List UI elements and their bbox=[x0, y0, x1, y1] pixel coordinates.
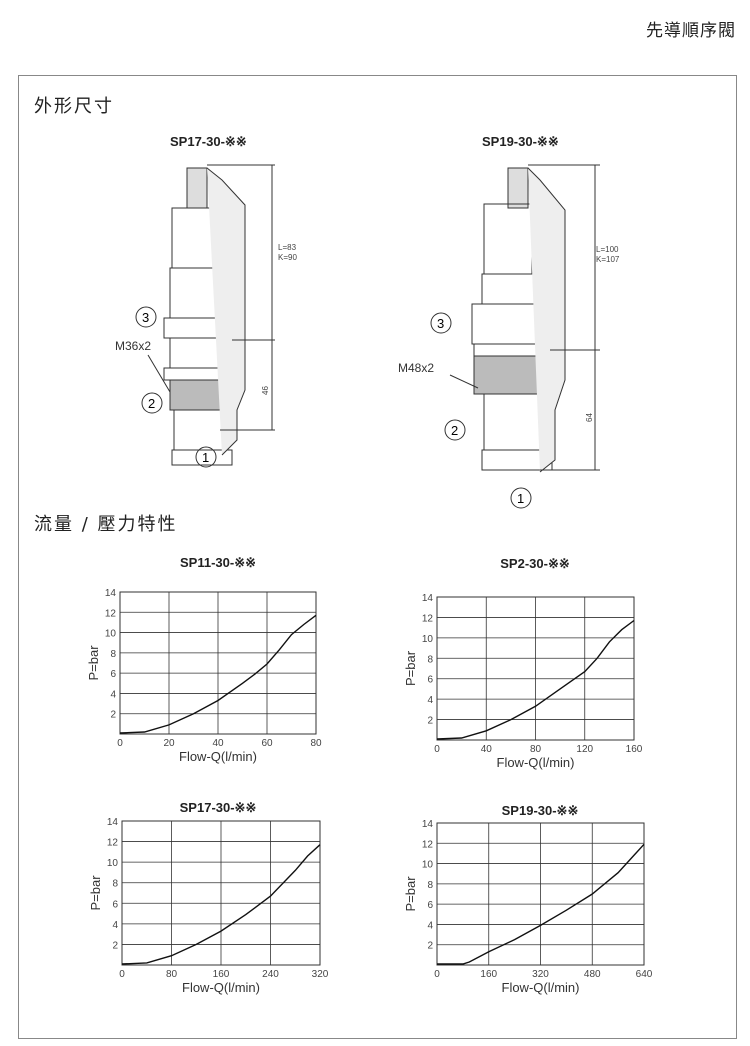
y-tick-label: 4 bbox=[112, 920, 118, 931]
flow-section-title: 流量 / 壓力特性 bbox=[34, 514, 178, 535]
y-tick-label: 10 bbox=[422, 860, 434, 871]
y-tick-label: 6 bbox=[427, 675, 433, 686]
x-tick-label: 160 bbox=[626, 744, 643, 755]
x-tick-label: 0 bbox=[119, 969, 125, 980]
y-tick-label: 12 bbox=[105, 608, 117, 619]
x-tick-label: 0 bbox=[434, 744, 440, 755]
chart-title-sp19: SP19-30-※※ bbox=[501, 803, 579, 818]
y-axis-label: P=bar bbox=[88, 875, 103, 911]
y-tick-label: 14 bbox=[422, 593, 434, 604]
y-axis-label: P=bar bbox=[403, 650, 418, 686]
y-tick-label: 4 bbox=[427, 920, 433, 931]
y-tick-label: 12 bbox=[422, 839, 434, 850]
y-tick-label: 10 bbox=[107, 858, 119, 869]
port-1: 1 bbox=[202, 450, 209, 465]
y-axis-label: P=bar bbox=[403, 876, 418, 912]
dim-label-k: K=90 bbox=[278, 253, 297, 262]
y-tick-label: 2 bbox=[110, 710, 116, 721]
x-tick-label: 480 bbox=[584, 969, 601, 980]
port-1: 1 bbox=[517, 491, 524, 506]
valve-title-sp19: SP19-30-※※ bbox=[482, 134, 559, 149]
y-tick-label: 6 bbox=[112, 899, 118, 910]
dimensions-section-title: 外形尺寸 bbox=[34, 96, 114, 117]
x-tick-label: 20 bbox=[163, 738, 175, 749]
x-tick-label: 320 bbox=[312, 969, 329, 980]
y-tick-label: 14 bbox=[105, 588, 117, 599]
y-tick-label: 12 bbox=[422, 613, 434, 624]
y-tick-label: 8 bbox=[427, 654, 433, 665]
page-header-title: 先導順序閥 bbox=[646, 21, 736, 41]
y-tick-label: 8 bbox=[110, 649, 116, 660]
x-tick-label: 640 bbox=[636, 969, 653, 980]
y-tick-label: 12 bbox=[107, 838, 119, 849]
x-tick-label: 40 bbox=[481, 744, 493, 755]
x-tick-label: 40 bbox=[212, 738, 224, 749]
y-tick-label: 6 bbox=[427, 900, 433, 911]
y-tick-label: 10 bbox=[105, 629, 117, 640]
x-tick-label: 120 bbox=[576, 744, 593, 755]
thread-label: M48x2 bbox=[398, 361, 434, 375]
x-axis-label: Flow-Q(l/min) bbox=[179, 749, 257, 764]
chart-title-sp11: SP11-30-※※ bbox=[180, 555, 256, 570]
y-tick-label: 10 bbox=[422, 634, 434, 645]
port-3: 3 bbox=[437, 316, 444, 331]
valve-drawing-sp19: L=100 K=107 64 M48x2 3 2 1 bbox=[398, 164, 620, 509]
pressure-curve bbox=[121, 844, 321, 965]
chart-title-sp17: SP17-30-※※ bbox=[179, 800, 257, 815]
x-tick-label: 240 bbox=[262, 969, 279, 980]
dim-label-l: L=100 bbox=[596, 245, 619, 254]
port-2: 2 bbox=[451, 423, 458, 438]
x-tick-label: 160 bbox=[213, 969, 230, 980]
port-3: 3 bbox=[142, 310, 149, 325]
dim-label-bottom: 46 bbox=[261, 386, 270, 395]
x-tick-label: 0 bbox=[434, 969, 440, 980]
thread-label: M36x2 bbox=[115, 339, 151, 353]
x-tick-label: 0 bbox=[117, 738, 123, 749]
dim-label-bottom: 64 bbox=[585, 413, 594, 422]
x-axis-label: Flow-Q(l/min) bbox=[497, 755, 575, 770]
pressure-curve bbox=[437, 843, 645, 965]
y-axis-label: P=bar bbox=[86, 645, 101, 681]
x-axis-label: Flow-Q(l/min) bbox=[182, 980, 260, 995]
chart-title-sp2: SP2-30-※※ bbox=[500, 556, 570, 571]
y-tick-label: 2 bbox=[112, 940, 118, 951]
x-tick-label: 80 bbox=[530, 744, 542, 755]
x-tick-label: 320 bbox=[532, 969, 549, 980]
valve-drawing-sp17: L=83 K=90 46 M36x2 3 2 1 bbox=[115, 164, 297, 468]
y-tick-label: 2 bbox=[427, 716, 433, 727]
valve-title-sp17: SP17-30-※※ bbox=[170, 134, 247, 149]
x-tick-label: 60 bbox=[261, 738, 273, 749]
dim-label-k: K=107 bbox=[596, 255, 620, 264]
pressure-curve bbox=[119, 614, 317, 734]
y-tick-label: 2 bbox=[427, 941, 433, 952]
y-tick-label: 4 bbox=[427, 695, 433, 706]
port-2: 2 bbox=[148, 396, 155, 411]
y-tick-label: 14 bbox=[107, 817, 119, 828]
content-frame bbox=[18, 75, 737, 1039]
y-tick-label: 8 bbox=[112, 879, 118, 890]
dim-label-l: L=83 bbox=[278, 243, 297, 252]
y-tick-label: 4 bbox=[110, 689, 116, 700]
y-tick-label: 8 bbox=[427, 880, 433, 891]
y-tick-label: 14 bbox=[422, 819, 434, 830]
x-tick-label: 160 bbox=[480, 969, 497, 980]
x-axis-label: Flow-Q(l/min) bbox=[502, 980, 580, 995]
x-tick-label: 80 bbox=[310, 738, 322, 749]
y-tick-label: 6 bbox=[110, 669, 116, 680]
x-tick-label: 80 bbox=[166, 969, 178, 980]
